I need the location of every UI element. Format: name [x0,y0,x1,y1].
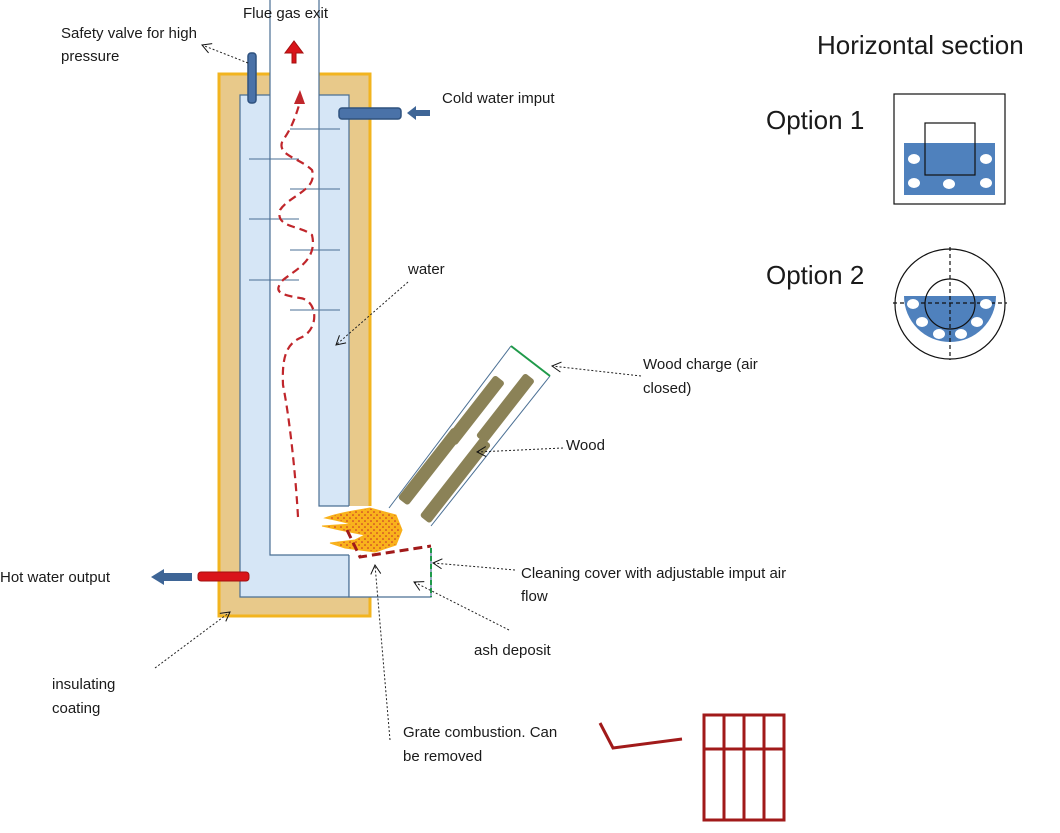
hot-water-arrow-icon [151,569,192,585]
label-flue-gas-exit: Flue gas exit [243,5,329,22]
option-2-section [893,247,1007,360]
option-1-label: Option 1 [766,105,864,135]
label-wood-charge-line1: Wood charge (air [643,356,758,373]
label-cleaning-cover-line2: flow [521,588,548,605]
grate [345,529,432,559]
label-wood: Wood [566,437,605,454]
wood-logs [398,373,534,523]
label-cold-water-input: Cold water imput [442,90,555,107]
baffles [249,128,340,311]
label-wood-charge-line2: closed) [643,380,691,397]
hot-water-pipe [151,569,250,585]
cold-water-pipe [338,106,430,120]
section-title: Horizontal section [817,30,1024,60]
option-1-section [893,93,1006,205]
cold-water-arrow-icon [407,106,430,120]
wood-charge-lid [510,345,551,377]
option-2-label: Option 2 [766,260,864,290]
safety-valve [247,52,257,104]
label-grate-line2: be removed [403,748,482,765]
leader-lines [154,43,642,741]
label-cleaning-cover-line1: Cleaning cover with adjustable imput air [521,565,786,582]
label-insulating-line2: coating [52,700,100,717]
label-insulating-line1: insulating [52,676,115,693]
flame [321,507,403,553]
grate-detail [598,713,786,822]
wood-feed-tube [388,345,551,527]
water-jacket [239,0,350,598]
label-safety-valve-line2: pressure [61,48,119,65]
label-ash-deposit: ash deposit [474,642,552,659]
label-hot-water-output: Hot water output [0,569,111,586]
label-grate-line1: Grate combustion. Can [403,724,557,741]
gas-flow-arrowhead-icon [294,90,305,104]
label-safety-valve-line1: Safety valve for high [61,25,197,42]
label-water: water [407,261,445,278]
flue-up-arrow-icon [284,40,304,64]
gas-path [277,90,316,518]
